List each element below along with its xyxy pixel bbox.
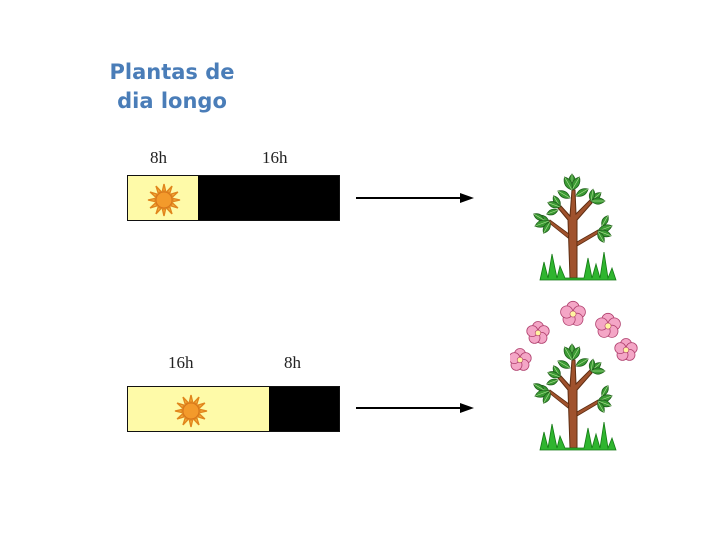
day-hours-label: 16h — [168, 353, 194, 372]
photoperiod-bar — [127, 175, 340, 221]
day-segment — [128, 387, 269, 431]
sun-icon — [174, 394, 208, 428]
sun-icon — [147, 183, 181, 217]
arrow-right-icon — [356, 193, 474, 203]
night-segment — [268, 387, 339, 431]
night-hours-label: 8h — [284, 353, 301, 372]
arrow-right-icon — [356, 403, 474, 413]
night-segment — [198, 176, 339, 220]
photoperiod-bar — [127, 386, 340, 432]
day-segment — [128, 176, 199, 220]
tree-icon — [533, 173, 617, 281]
day-hours-label: 8h — [150, 148, 167, 167]
night-hours-label: 16h — [262, 148, 288, 167]
flowering-tree-icon — [510, 300, 638, 451]
diagram-title: Plantas de dia longo — [109, 60, 235, 113]
